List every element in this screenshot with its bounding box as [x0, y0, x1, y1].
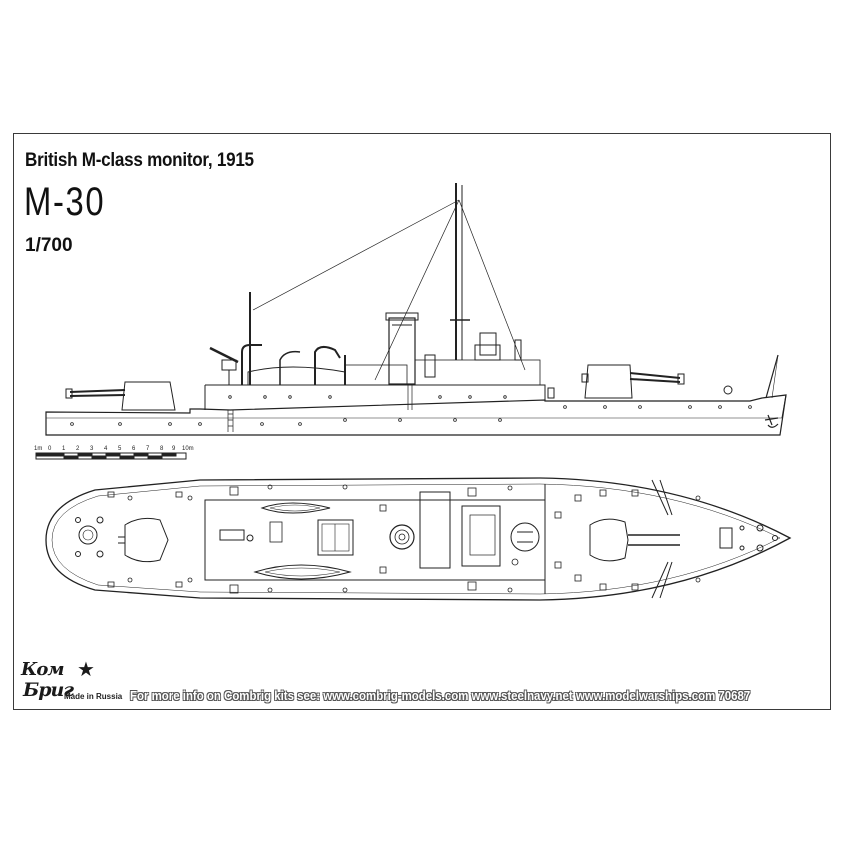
- scale-label: 3: [90, 446, 94, 452]
- combrig-logo: Ком ★ Бриг Made in Russia: [17, 657, 132, 707]
- scale-label: 4: [104, 446, 108, 452]
- logo-line2: Бриг: [23, 679, 74, 701]
- plan-boat-upper: [260, 502, 331, 514]
- drawing-sheet-frame: [13, 133, 831, 710]
- ship-name: M-30: [24, 180, 106, 224]
- funnel: [385, 312, 419, 385]
- scale-ratio: 1/700: [25, 235, 73, 256]
- plan-hull-outline: [45, 477, 792, 601]
- breakwater: [651, 479, 673, 599]
- plan-deck-details: [107, 484, 701, 594]
- footer-info-text: For more info on Combrig kits see: www.c…: [130, 688, 751, 703]
- scale-label: 1: [62, 446, 66, 452]
- plan-forward-turret: [589, 518, 680, 562]
- portholes: [70, 395, 752, 426]
- star-icon: ★: [77, 659, 95, 681]
- scale-bar: 1m 0 1 2 3 4 5 6 7 8 9 10m: [34, 446, 194, 460]
- side-hull: [45, 394, 787, 436]
- side-ship-boat: [247, 366, 346, 386]
- forward-gun: [584, 364, 685, 399]
- scale-label: 5: [118, 446, 122, 452]
- scale-label: 1m: [34, 446, 42, 452]
- logo-line1: Ком: [21, 659, 64, 680]
- side-profile-view: [45, 183, 787, 436]
- plan-view: [45, 477, 792, 601]
- anchor: [764, 414, 779, 428]
- main-mast: [252, 183, 526, 381]
- plan-funnel: [389, 524, 415, 550]
- main-deckhouse: [204, 384, 546, 410]
- plan-aft-turret: [118, 517, 169, 563]
- scale-label: 6: [132, 446, 136, 452]
- scale-label: 10m: [182, 446, 194, 452]
- scale-label: 0: [48, 446, 52, 452]
- scale-label: 2: [76, 446, 80, 452]
- bow-jackstaff: [765, 354, 779, 399]
- small-aa-gun: [209, 346, 239, 385]
- scale-label: 9: [172, 446, 176, 452]
- plan-superstructure: [204, 499, 546, 581]
- plan-aft-fittings: [75, 516, 104, 558]
- plan-boat-lower: [253, 564, 352, 580]
- footer-info: For more info on Combrig kits see: www.c…: [130, 688, 830, 708]
- made-in-label: Made in Russia: [64, 692, 123, 701]
- plan-bow-fittings: [719, 524, 778, 552]
- scale-label: 8: [160, 446, 164, 452]
- scale-label: 7: [146, 446, 150, 452]
- ship-class-title: British M-class monitor, 1915: [25, 150, 254, 171]
- aft-gun: [65, 381, 176, 411]
